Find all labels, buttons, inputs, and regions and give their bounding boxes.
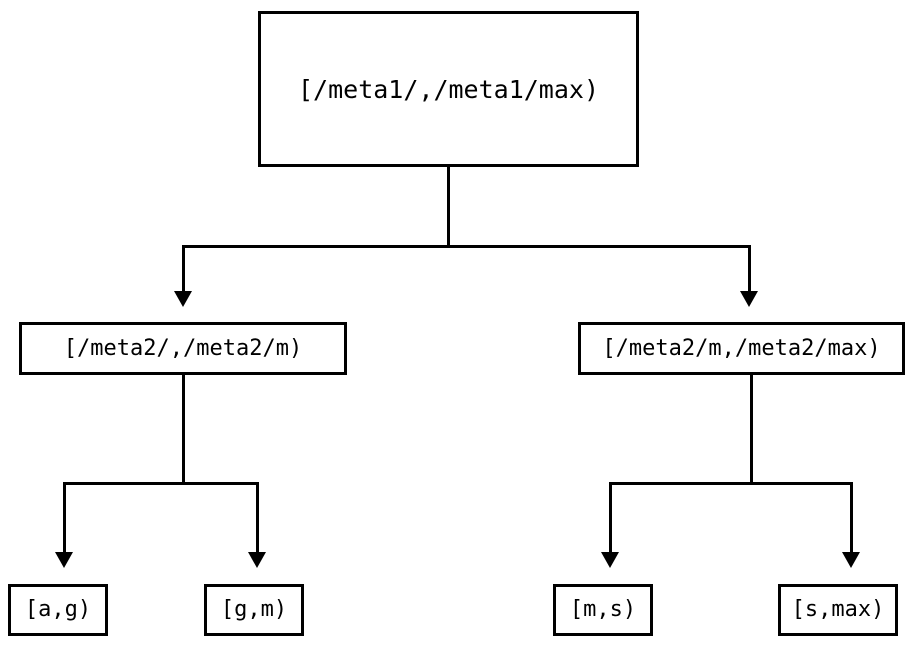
tree-node-root[interactable]: [/meta1/,/meta1/max) <box>258 11 639 167</box>
tree-node-mid-left[interactable]: [/meta2/,/meta2/m) <box>19 322 347 375</box>
tree-node-leaf-1-label: [g,m) <box>220 597 288 622</box>
tree-node-leaf-1[interactable]: [g,m) <box>204 584 304 636</box>
arrowhead-root-to-mid-right <box>740 291 758 307</box>
arrowhead-mid-right-to-leaf-2 <box>601 552 619 568</box>
edge-root-crossbar <box>182 245 751 248</box>
arrowhead-root-to-mid-left <box>174 291 192 307</box>
tree-node-leaf-0[interactable]: [a,g) <box>8 584 108 636</box>
tree-node-leaf-2-label: [m,s) <box>569 597 637 622</box>
tree-node-root-label: [/meta1/,/meta1/max) <box>297 74 600 104</box>
edge-root-trunk <box>447 167 450 246</box>
tree-node-leaf-0-label: [a,g) <box>24 597 92 622</box>
edge-mid-right-crossbar <box>609 482 853 485</box>
tree-node-mid-right[interactable]: [/meta2/m,/meta2/max) <box>578 322 905 375</box>
edge-mid-left-trunk <box>182 375 185 485</box>
edge-mid-left-to-leaf-0 <box>63 482 66 552</box>
tree-node-mid-left-label: [/meta2/,/meta2/m) <box>63 335 303 361</box>
tree-node-leaf-2[interactable]: [m,s) <box>553 584 653 636</box>
arrowhead-mid-left-to-leaf-1 <box>248 552 266 568</box>
edge-mid-right-trunk <box>750 375 753 485</box>
tree-node-mid-right-label: [/meta2/m,/meta2/max) <box>602 335 881 361</box>
arrowhead-mid-left-to-leaf-0 <box>55 552 73 568</box>
edge-mid-left-crossbar <box>63 482 259 485</box>
edge-mid-left-to-leaf-1 <box>256 482 259 552</box>
tree-node-leaf-3-label: [s,max) <box>791 597 885 622</box>
arrowhead-mid-right-to-leaf-3 <box>842 552 860 568</box>
edge-mid-right-to-leaf-3 <box>850 482 853 552</box>
edge-root-to-mid-right <box>748 245 751 291</box>
edge-mid-right-to-leaf-2 <box>609 482 612 552</box>
tree-node-leaf-3[interactable]: [s,max) <box>778 584 898 636</box>
edge-root-to-mid-left <box>182 245 185 291</box>
